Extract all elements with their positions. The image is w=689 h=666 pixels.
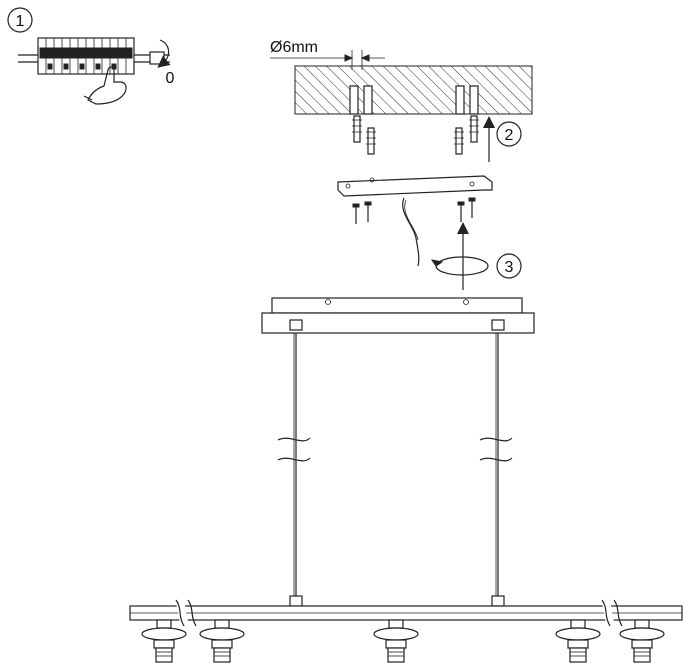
circuit-breaker-panel — [18, 37, 170, 75]
mounting-bracket — [337, 175, 493, 197]
drill-hole — [363, 85, 373, 115]
step-3-circle — [496, 253, 522, 279]
suspension-wire-right — [479, 333, 513, 596]
step-2-group: Ø6mm 2 — [270, 39, 533, 162]
rotate-arrow-icon — [435, 256, 489, 276]
drill-hole — [469, 85, 479, 115]
rotate-off-arrow-icon — [157, 39, 171, 68]
suspension-wire-left — [277, 333, 311, 596]
ceiling-section — [294, 65, 533, 115]
drill-hole — [349, 85, 359, 115]
wall-plug-icon — [366, 127, 376, 155]
step-1-group: 1 — [7, 7, 175, 105]
lamp-socket — [141, 619, 187, 663]
hand-icon — [87, 66, 127, 105]
power-cable — [402, 197, 420, 267]
step-2-number: 2 — [505, 127, 514, 144]
wall-plug-icon — [352, 115, 362, 143]
lamp-socket — [619, 619, 665, 663]
lamp-bar — [129, 595, 683, 629]
lamp-socket — [199, 619, 245, 663]
drill-diameter-label: Ø6mm — [270, 39, 318, 56]
lamp-socket — [373, 619, 419, 663]
drill-hole — [455, 85, 465, 115]
step-3-number: 3 — [505, 259, 514, 276]
step-1-number: 1 — [16, 13, 25, 30]
switch-off-label: 0 — [166, 70, 175, 87]
screw-icon — [457, 201, 465, 222]
screw-icon — [352, 203, 360, 224]
step-3-group: 3 — [337, 175, 522, 290]
step-1-circle — [7, 7, 33, 33]
wall-plug-icon — [454, 127, 464, 155]
wall-plug-icon — [469, 115, 479, 143]
step-2-circle — [496, 121, 522, 147]
screw-icon — [468, 197, 476, 218]
screw-icon — [364, 201, 372, 222]
lamp-socket — [555, 619, 601, 663]
canopy — [261, 297, 535, 334]
